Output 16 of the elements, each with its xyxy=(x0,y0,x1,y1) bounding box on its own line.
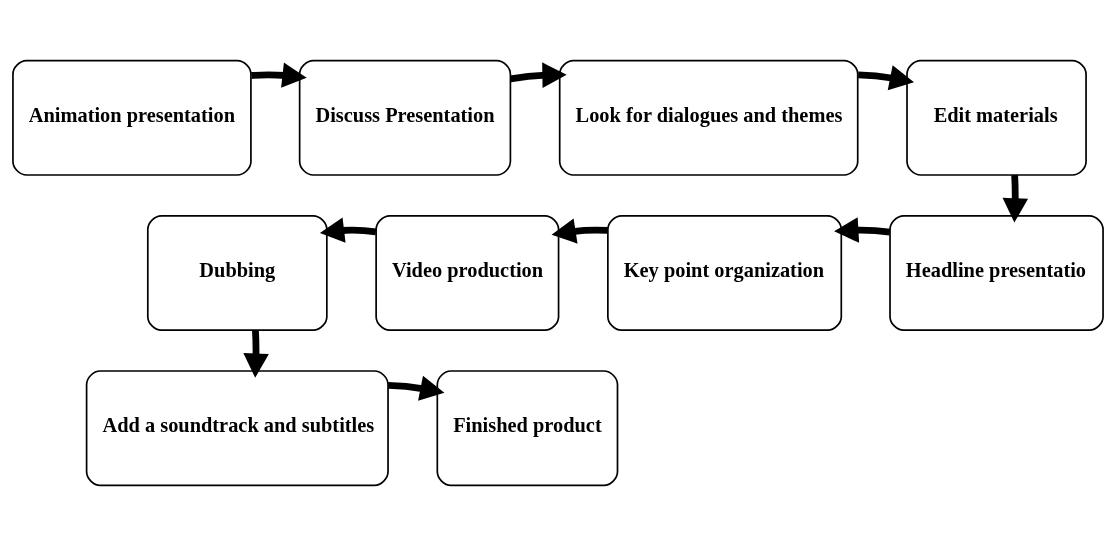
node-box: Add a soundtrack and subtitles xyxy=(85,369,389,486)
node-box: Headline presentatio xyxy=(889,214,1104,331)
arrow xyxy=(388,375,445,401)
node-box: Video production xyxy=(375,214,560,331)
arrow xyxy=(1002,174,1029,223)
node-box: Finished product xyxy=(436,369,619,486)
arrow xyxy=(834,216,891,243)
node-box: Discuss Presentation xyxy=(298,59,512,176)
arrow xyxy=(243,329,269,378)
arrow xyxy=(510,61,567,88)
node-box: Key point organization xyxy=(607,214,843,331)
node-box: Edit materials xyxy=(906,59,1087,176)
arrow xyxy=(319,216,377,243)
node-box: Animation presentation xyxy=(12,59,252,176)
node-box: Look for dialogues and themes xyxy=(558,59,859,176)
node-box: Dubbing xyxy=(146,214,328,331)
